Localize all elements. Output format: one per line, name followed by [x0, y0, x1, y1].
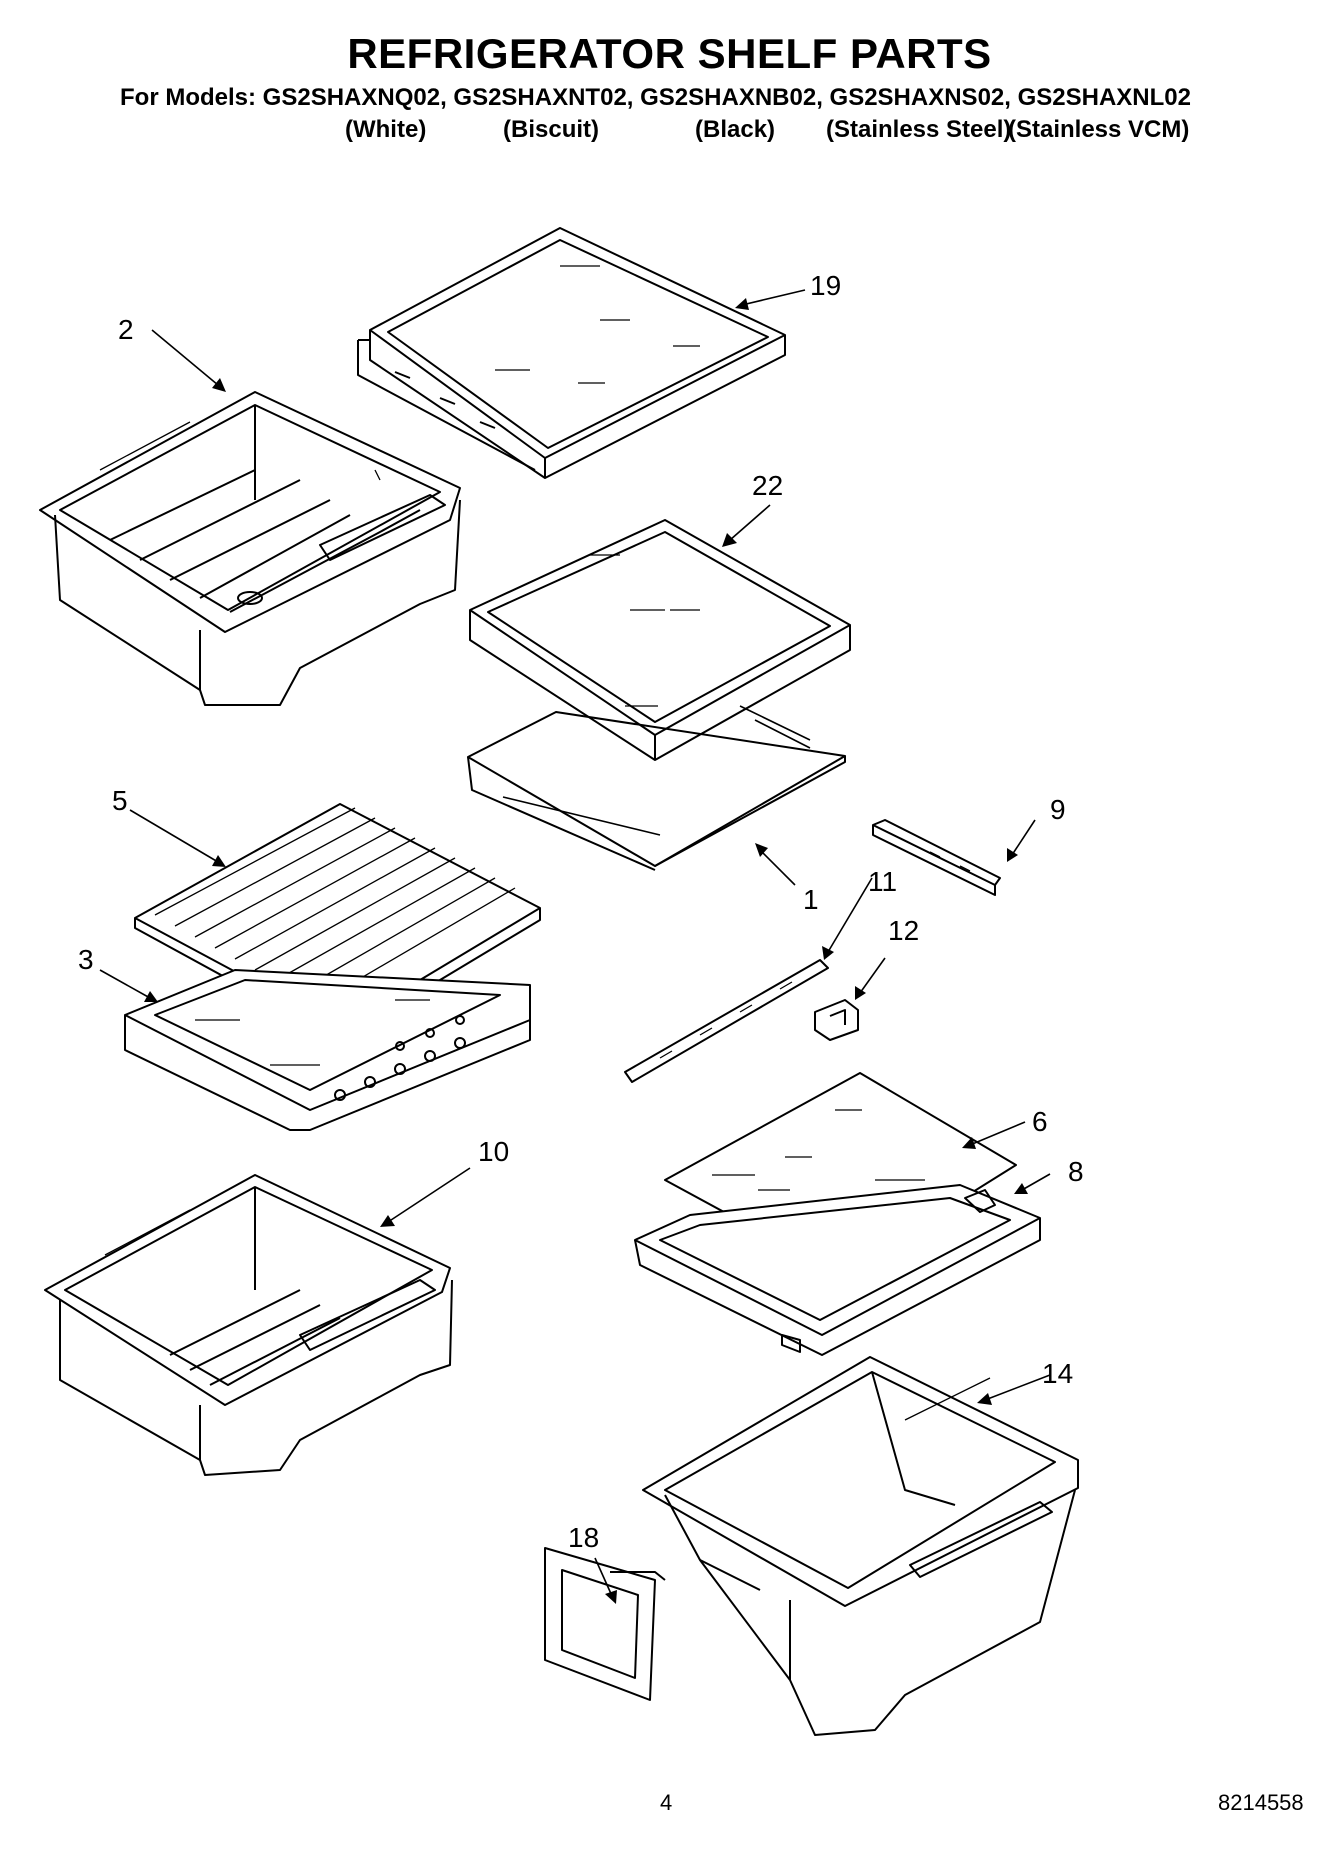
part-3-crisper-support [124, 969, 531, 1131]
callout-10: 10 [478, 1136, 510, 1167]
callout-22: 22 [752, 470, 784, 501]
document-number: 8214558 [1218, 1790, 1304, 1815]
page-number: 4 [660, 1790, 673, 1815]
callout-6: 6 [1032, 1106, 1048, 1137]
part-18-label-holder [544, 1547, 666, 1701]
color-stainless-steel: (Stainless Steel) [826, 116, 1012, 143]
callout-1: 1 [803, 884, 819, 915]
models-line: For Models: GS2SHAXNQ02, GS2SHAXNT02, GS… [120, 84, 1191, 111]
part-12-clip [814, 999, 859, 1041]
callout-9: 9 [1050, 794, 1066, 825]
color-stainless-vcm: (Stainless VCM) [1008, 116, 1190, 143]
color-black: (Black) [695, 116, 776, 143]
part-22-glass-shelf [469, 519, 851, 761]
callout-5: 5 [112, 785, 128, 816]
color-white: (White) [345, 116, 427, 143]
callout-14: 14 [1042, 1358, 1074, 1389]
callout-11: 11 [868, 866, 898, 897]
part-8-shelf-frame [634, 1184, 1041, 1356]
part-2-crisper-drawer [39, 391, 461, 706]
page-title: REFRIGERATOR SHELF PARTS [347, 30, 992, 77]
part-1-shelf-frame [467, 705, 846, 871]
callout-12: 12 [888, 915, 920, 946]
callout-8: 8 [1068, 1156, 1084, 1187]
callout-18: 18 [568, 1522, 600, 1553]
color-biscuit: (Biscuit) [503, 116, 599, 143]
part-9-bracket [872, 819, 1001, 896]
callout-2: 2 [118, 314, 134, 345]
part-10-crisper-drawer [44, 1174, 453, 1476]
part-19-glass-shelf [357, 227, 786, 479]
callout-3: 3 [78, 944, 94, 975]
leader-lines [99, 289, 1051, 1604]
part-11-rail [624, 959, 829, 1083]
callout-19: 19 [810, 270, 842, 301]
part-14-crisper-drawer [642, 1356, 1079, 1736]
